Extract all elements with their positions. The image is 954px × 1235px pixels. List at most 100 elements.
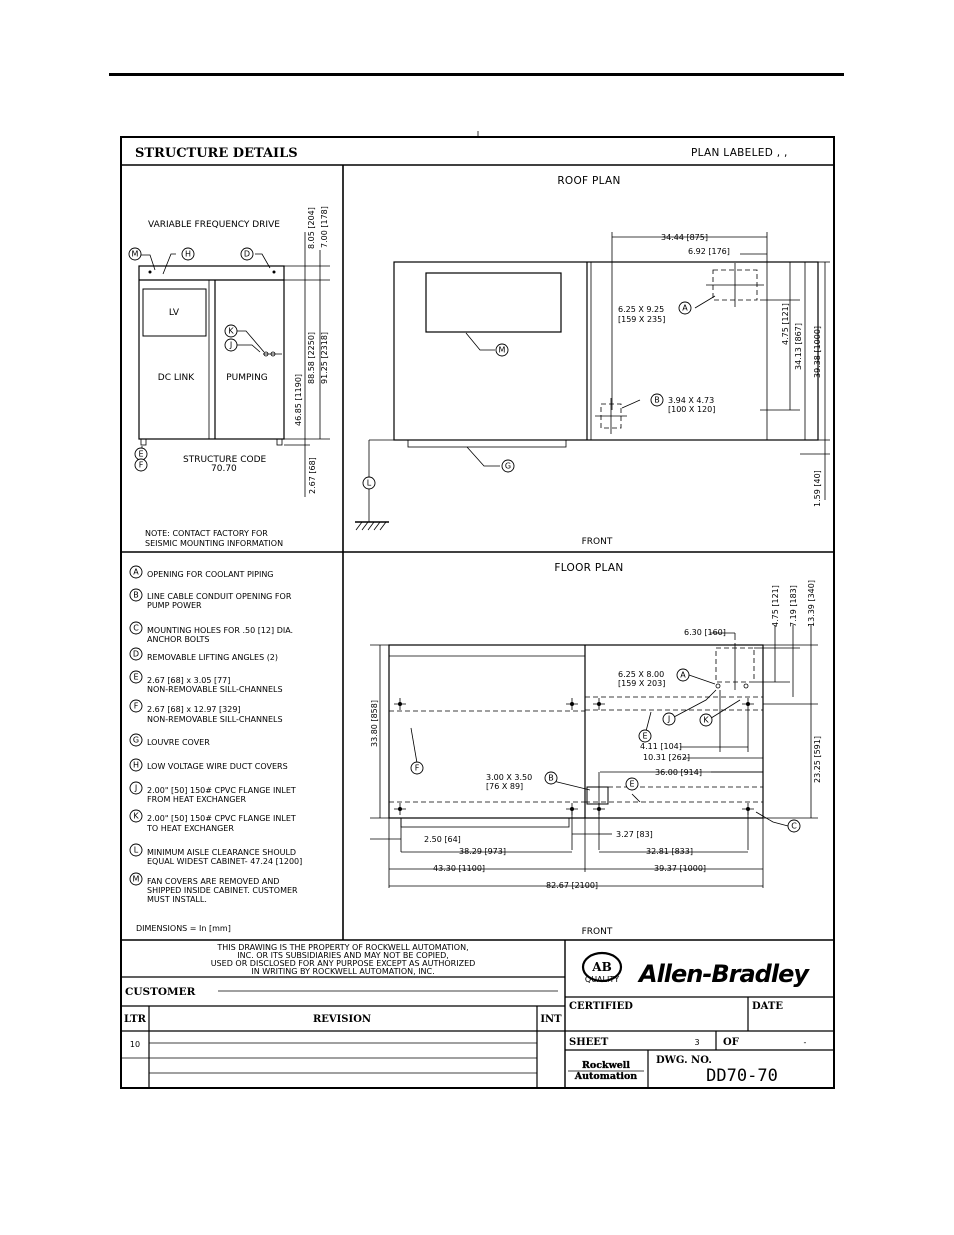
svg-text:2.67 [68] x 3.05 [77]: 2.67 [68] x 3.05 [77] bbox=[147, 676, 230, 685]
svg-text:C: C bbox=[791, 822, 797, 831]
svg-text:QUALITY: QUALITY bbox=[585, 975, 619, 984]
svg-text:4.11 [104]: 4.11 [104] bbox=[640, 742, 682, 751]
dc-link-label: DC LINK bbox=[158, 373, 195, 383]
svg-text:J: J bbox=[229, 341, 232, 350]
svg-text:38.29 [973]: 38.29 [973] bbox=[459, 847, 506, 856]
svg-text:6.25 X 9.25: 6.25 X 9.25 bbox=[618, 305, 664, 314]
svg-text:23.25 [591]: 23.25 [591] bbox=[813, 736, 822, 783]
svg-text:3.27 [83]: 3.27 [83] bbox=[616, 830, 653, 839]
svg-text:2.67 [68] x 12.97 [329]: 2.67 [68] x 12.97 [329] bbox=[147, 705, 241, 714]
svg-text:K: K bbox=[228, 327, 234, 336]
svg-text:1.59 [40]: 1.59 [40] bbox=[813, 470, 822, 507]
svg-text:L: L bbox=[367, 479, 372, 488]
svg-text:LINE CABLE CONDUIT OPENING FOR: LINE CABLE CONDUIT OPENING FOR bbox=[147, 592, 292, 601]
dwg-number: DD70-70 bbox=[706, 1066, 778, 1086]
seismic-note-2: SEISMIC MOUNTING INFORMATION bbox=[145, 539, 283, 548]
svg-text:D: D bbox=[244, 250, 250, 259]
of-value: - bbox=[804, 1038, 807, 1047]
svg-text:L: L bbox=[134, 846, 139, 855]
svg-text:LV: LV bbox=[169, 308, 180, 318]
svg-text:2.00" [50] 150# CPVC FLANGE: 2.00" [50] 150# CPVC FLANGE INLET bbox=[147, 814, 296, 823]
svg-text:MUST INSTALL.: MUST INSTALL. bbox=[147, 895, 207, 904]
svg-text:THIS DRAWING IS THE PROPERTY O: THIS DRAWING IS THE PROPERTY OF ROCKWELL… bbox=[216, 943, 468, 952]
svg-text:2.67 [68]: 2.67 [68] bbox=[308, 457, 317, 494]
svg-text:3.94 X 4.73: 3.94 X 4.73 bbox=[668, 396, 714, 405]
pumping-label: PUMPING bbox=[226, 373, 268, 383]
svg-text:32.81 [833]: 32.81 [833] bbox=[646, 847, 693, 856]
svg-text:F: F bbox=[139, 461, 144, 470]
svg-text:MINIMUM AISLE CLEARANCE SHOULD: MINIMUM AISLE CLEARANCE SHOULD bbox=[147, 848, 296, 857]
svg-text:4.75 [121]: 4.75 [121] bbox=[781, 303, 790, 345]
svg-text:F: F bbox=[134, 702, 139, 711]
legend: A OPENING FOR COOLANT PIPING B LINE CABL… bbox=[129, 565, 302, 933]
svg-text:FAN COVERS ARE REMOVED AND: FAN COVERS ARE REMOVED AND bbox=[147, 877, 279, 886]
svg-text:B: B bbox=[548, 774, 554, 783]
svg-text:G: G bbox=[505, 462, 511, 471]
svg-text:EQUAL WIDEST CABINET- 47.24: EQUAL WIDEST CABINET- 47.24 [1200] bbox=[147, 857, 302, 866]
svg-text:6.92 [176]: 6.92 [176] bbox=[688, 247, 730, 256]
svg-text:36.00 [914]: 36.00 [914] bbox=[655, 768, 702, 777]
drawing-frame bbox=[120, 136, 835, 1089]
svg-text:C: C bbox=[133, 624, 139, 633]
svg-text:8.05 [204]: 8.05 [204] bbox=[307, 207, 316, 249]
certified-label: CERTIFIED bbox=[569, 1001, 633, 1012]
svg-text:13.39 [340]: 13.39 [340] bbox=[807, 580, 816, 627]
date-label: DATE bbox=[752, 1001, 783, 1012]
svg-text:7.00 [178]: 7.00 [178] bbox=[320, 206, 329, 248]
svg-text:K: K bbox=[133, 812, 139, 821]
ab-logo bbox=[581, 951, 623, 983]
svg-text:D: D bbox=[133, 650, 139, 659]
svg-text:[159 X 235]: [159 X 235] bbox=[618, 315, 665, 324]
allen-bradley-brand: Allen-Bradley bbox=[637, 960, 810, 988]
svg-text:NON-REMOVABLE SILL-CHANNELS: NON-REMOVABLE SILL-CHANNELS bbox=[147, 685, 283, 694]
rockwell-logo: Rockwell bbox=[582, 1060, 630, 1071]
svg-text:INC. OR ITS SUBSIDIARIES AND M: INC. OR ITS SUBSIDIARIES AND MAY NOT BE … bbox=[237, 951, 449, 960]
revision-letter: 10 bbox=[130, 1040, 140, 1049]
svg-text:6.30 [160]: 6.30 [160] bbox=[684, 628, 726, 637]
svg-text:G: G bbox=[133, 736, 139, 745]
svg-text:MOUNTING HOLES FOR .50 [12] DI: MOUNTING HOLES FOR .50 [12] DIA. bbox=[147, 626, 293, 635]
svg-text:REMOVABLE LIFTING ANGLES (2): REMOVABLE LIFTING ANGLES (2) bbox=[147, 653, 278, 662]
plan-labeled: PLAN LABELED , , bbox=[691, 147, 788, 159]
svg-text:34.13 [867]: 34.13 [867] bbox=[794, 323, 803, 370]
svg-text:82.67 [2100]: 82.67 [2100] bbox=[546, 881, 598, 890]
svg-text:[159 X 203]: [159 X 203] bbox=[618, 679, 665, 688]
svg-text:ANCHOR BOLTS: ANCHOR BOLTS bbox=[147, 635, 209, 644]
svg-text:F: F bbox=[415, 764, 420, 773]
svg-text:39.38 [1000]: 39.38 [1000] bbox=[813, 326, 822, 378]
svg-text:43.30 [1100]: 43.30 [1100] bbox=[433, 864, 485, 873]
svg-text:A: A bbox=[133, 568, 139, 577]
svg-text:E: E bbox=[629, 780, 634, 789]
roof-plan-title: ROOF PLAN bbox=[557, 175, 620, 187]
roof-front-label: FRONT bbox=[582, 537, 613, 547]
svg-text:2.00" [50] 150# CPVC FLANGE: 2.00" [50] 150# CPVC FLANGE INLET bbox=[147, 786, 296, 795]
svg-text:LOW VOLTAGE WIRE DUCT COVERS: LOW VOLTAGE WIRE DUCT COVERS bbox=[147, 762, 288, 771]
floor-plan-title: FLOOR PLAN bbox=[554, 562, 623, 574]
svg-text:46.85 [1190]: 46.85 [1190] bbox=[294, 374, 303, 426]
svg-text:M: M bbox=[132, 250, 139, 259]
svg-text:H: H bbox=[133, 761, 139, 770]
svg-text:E: E bbox=[133, 673, 138, 682]
dwg-no-label: DWG. NO. bbox=[656, 1055, 712, 1066]
svg-text:A: A bbox=[680, 671, 686, 680]
svg-text:2.50 [64]: 2.50 [64] bbox=[424, 835, 461, 844]
svg-text:LOUVRE COVER: LOUVRE COVER bbox=[147, 738, 210, 747]
svg-text:91.25 [2318]: 91.25 [2318] bbox=[320, 332, 329, 384]
svg-text:39.37 [1000]: 39.37 [1000] bbox=[654, 864, 706, 873]
floor-front-label: FRONT bbox=[582, 927, 613, 937]
svg-text:OPENING FOR COOLANT PIPING: OPENING FOR COOLANT PIPING bbox=[147, 570, 274, 579]
svg-text:10.31 [262]: 10.31 [262] bbox=[643, 753, 690, 762]
svg-text:AB: AB bbox=[591, 960, 611, 974]
svg-text:E: E bbox=[642, 732, 647, 741]
dimensions-note: DIMENSIONS = In [mm] bbox=[136, 924, 231, 933]
svg-text:A: A bbox=[682, 304, 688, 313]
callout-bubbles: M H D K J E F A B M G L A F J K E B E C bbox=[128, 247, 801, 833]
structure-code-label: STRUCTURE CODE bbox=[183, 455, 267, 465]
structure-code: 70.70 bbox=[211, 464, 237, 474]
svg-text:TO HEAT EXCHANGER: TO HEAT EXCHANGER bbox=[146, 824, 234, 833]
title-block: THIS DRAWING IS THE PROPERTY OF ROCKWELL… bbox=[121, 940, 834, 1088]
svg-text:SHIPPED INSIDE CABINET. CUST: SHIPPED INSIDE CABINET. CUSTOMER bbox=[147, 886, 298, 895]
sheet-value: 3 bbox=[694, 1038, 699, 1047]
int-header: INT bbox=[540, 1014, 562, 1025]
